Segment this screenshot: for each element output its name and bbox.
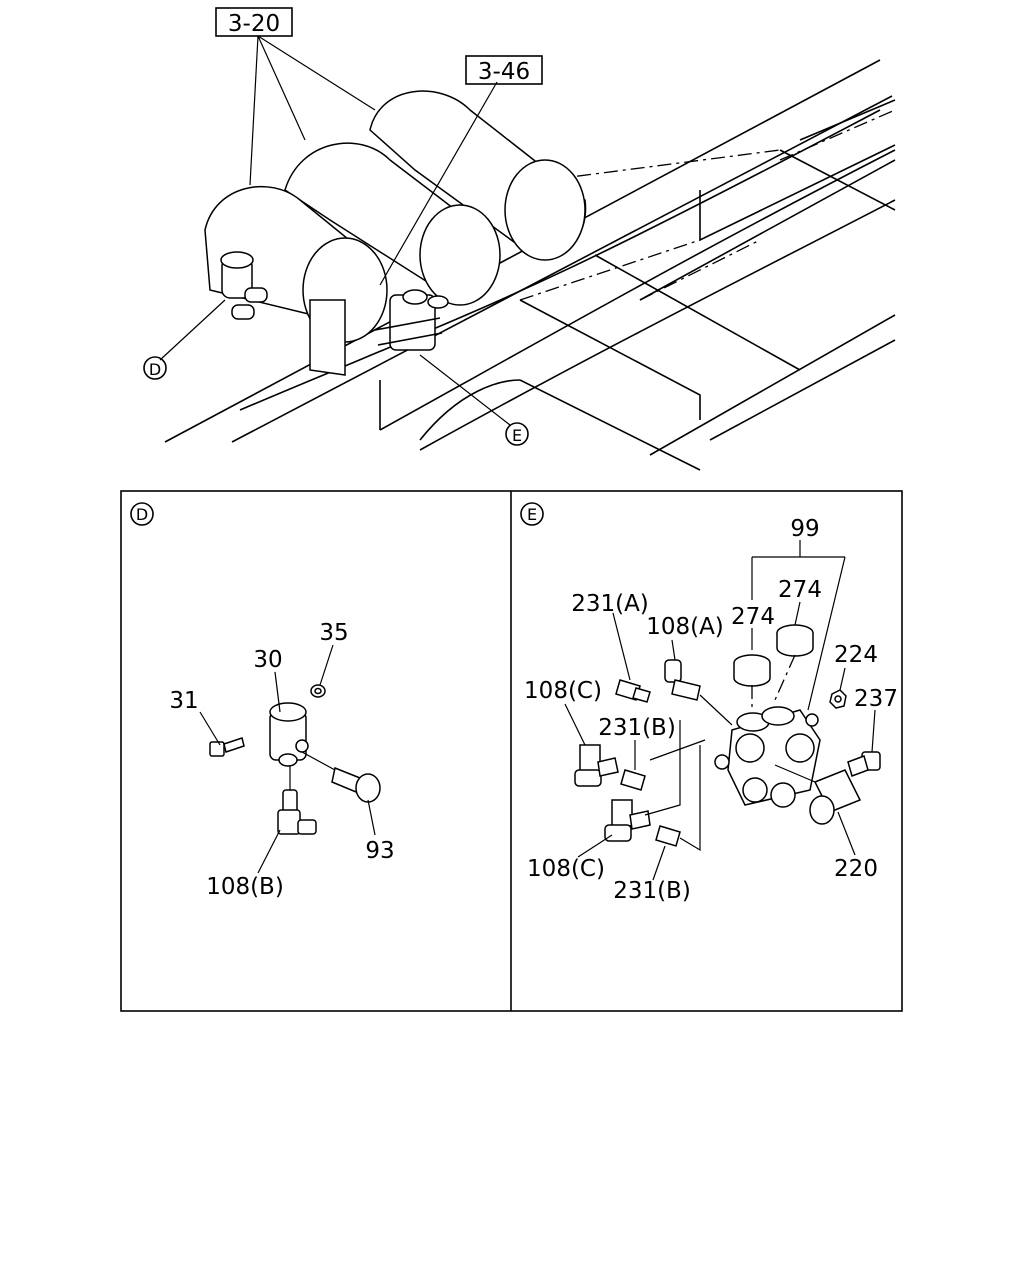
detail-panel-d: D <box>130 502 395 900</box>
part-231b-fitting-top <box>620 769 646 791</box>
part-31-bolt <box>209 737 245 757</box>
part-108c-elbow-bottom <box>604 799 651 842</box>
part-220-fitting <box>809 769 862 825</box>
label-30: 30 <box>253 647 282 673</box>
ref-box-3-46 <box>465 55 543 85</box>
part-35-washer <box>310 684 326 698</box>
panel-d-marker-circle <box>130 502 154 526</box>
label-274-left: 274 <box>731 604 775 630</box>
panel-e-marker-circle <box>520 502 544 526</box>
drain-valve-d-location <box>220 251 268 320</box>
valve-e-location <box>374 289 449 351</box>
part-237-fitting <box>847 751 881 777</box>
callout-d-label: D <box>149 360 161 379</box>
part-108a-elbow <box>664 659 701 701</box>
part-108c-elbow-top <box>574 744 619 787</box>
part-93-fitting <box>331 766 381 803</box>
callout-d-circle <box>143 356 167 380</box>
label-108a: 108(A) <box>646 614 724 640</box>
part-274-cap-right <box>776 624 814 657</box>
label-231b-top: 231(B) <box>598 715 676 741</box>
air-tank-rear <box>369 90 587 261</box>
detail-panel-e: E <box>520 502 898 904</box>
part-231a-fitting <box>615 679 651 703</box>
label-93: 93 <box>365 838 394 864</box>
ref-box-3-20-label: 3-20 <box>228 11 280 37</box>
callout-e-label: E <box>512 426 522 445</box>
callout-e-circle <box>505 422 529 446</box>
label-35: 35 <box>319 620 348 646</box>
label-31: 31 <box>169 688 198 714</box>
part-224-nut <box>829 689 847 709</box>
label-108b: 108(B) <box>206 874 284 900</box>
label-108c-top: 108(C) <box>524 678 602 704</box>
label-99: 99 <box>790 516 819 542</box>
part-108b-elbow <box>277 789 317 835</box>
label-231a: 231(A) <box>571 591 649 617</box>
label-224: 224 <box>834 642 878 668</box>
part-30-valve-body <box>269 702 309 767</box>
part-99-valve-assembly <box>714 706 821 808</box>
part-274-cap-left <box>733 654 771 687</box>
label-220: 220 <box>834 856 878 882</box>
label-108c-bottom: 108(C) <box>527 856 605 882</box>
part-231b-fitting-bottom <box>655 825 681 847</box>
ref-box-3-20 <box>215 7 293 37</box>
air-tank-middle <box>284 142 501 306</box>
ref-box-3-46-label: 3-46 <box>478 59 530 85</box>
label-274-right: 274 <box>778 577 822 603</box>
label-231b-bottom: 231(B) <box>613 878 691 904</box>
panel-d-marker: D <box>136 505 148 524</box>
panel-e-marker: E <box>527 505 537 524</box>
overview-illustration: 3-20 3-46 D E <box>143 7 896 471</box>
label-237: 237 <box>854 686 898 712</box>
